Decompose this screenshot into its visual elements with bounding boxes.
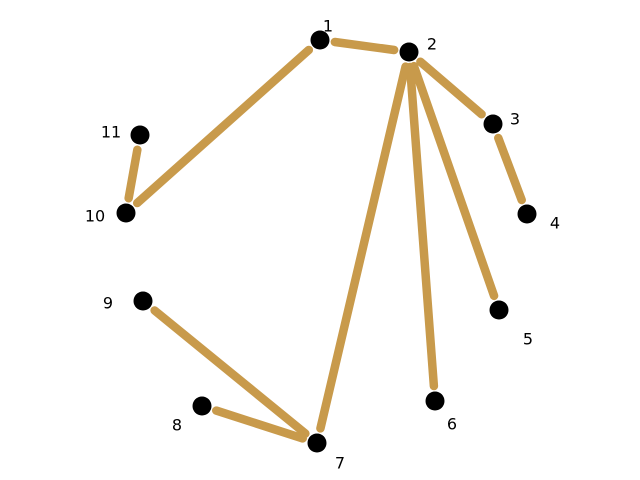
node-1	[310, 30, 330, 50]
edge-2-5	[409, 61, 499, 301]
node-3	[483, 114, 503, 134]
node-2	[399, 42, 419, 62]
edge-1-2	[330, 37, 399, 55]
edge-2-3	[416, 57, 486, 119]
node-label-4: 4	[550, 214, 560, 233]
node-label-5: 5	[523, 330, 533, 349]
edge-2-6	[405, 62, 439, 391]
edge-9-7	[150, 306, 310, 438]
node-label-3: 3	[510, 110, 520, 129]
edge-2-7	[316, 62, 410, 433]
edge-10-11	[124, 145, 142, 203]
node-5	[489, 300, 509, 320]
edge-1-10	[132, 45, 314, 208]
node-label-6: 6	[447, 415, 457, 434]
node-8	[192, 396, 212, 416]
edge-8-7	[212, 406, 307, 443]
node-label-2: 2	[427, 35, 437, 54]
node-10	[116, 203, 136, 223]
edges-layer	[124, 37, 526, 443]
node-label-1: 1	[323, 17, 333, 36]
node-9	[133, 291, 153, 311]
node-label-8: 8	[172, 416, 182, 435]
node-11	[130, 125, 150, 145]
node-7	[307, 433, 327, 453]
node-label-9: 9	[103, 294, 113, 313]
node-label-10: 10	[85, 207, 105, 226]
edge-3-4	[494, 133, 526, 205]
node-label-7: 7	[335, 454, 345, 473]
nodes-layer	[116, 30, 537, 453]
node-6	[425, 391, 445, 411]
node-label-11: 11	[101, 123, 121, 142]
labels-layer: 1 2 3 4 5 6 7 8 9 10 11	[85, 17, 560, 473]
node-4	[517, 204, 537, 224]
